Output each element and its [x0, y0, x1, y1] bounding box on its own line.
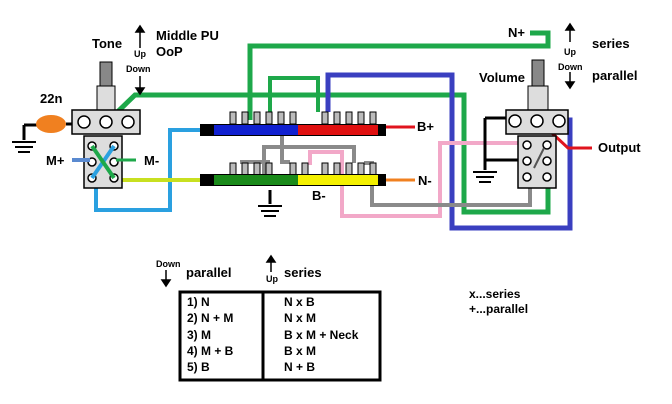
label-down-volume: Down: [558, 62, 583, 72]
mode-table: [178, 290, 382, 382]
table-row-4-right: B x M: [284, 344, 316, 358]
arrow-up-tone: [134, 24, 146, 96]
label-output: Output: [598, 140, 641, 155]
label-b-minus: B-: [312, 188, 326, 203]
label-tone: Tone: [92, 36, 122, 51]
arrow-up-volume: [564, 22, 576, 90]
table-row-5-right: N + B: [284, 360, 315, 374]
table-header-up: Up: [266, 274, 278, 284]
table-row-2-right: N x M: [284, 311, 316, 325]
arrow-table-down: [160, 270, 172, 288]
label-down-tone: Down: [126, 64, 151, 74]
label-cap-value: 22n: [40, 91, 62, 106]
wire-blue: [325, 72, 573, 231]
coil-yellow: [298, 175, 378, 185]
coil-red: [298, 125, 378, 135]
wire-green: [105, 30, 551, 215]
ground-symbol-cap: [12, 141, 36, 153]
table-row-1-right: N x B: [284, 295, 315, 309]
table-row-1-left: 1) N: [187, 295, 210, 309]
table-row-4-left: 4) M + B: [187, 344, 234, 358]
table-header-series: series: [284, 265, 322, 280]
legend-series: x...series: [469, 287, 521, 301]
table-row-3-right: B x M + Neck: [284, 328, 359, 342]
table-row-5-left: 5) B: [187, 360, 210, 374]
coil-green: [214, 175, 298, 185]
arrow-table-up: [265, 254, 277, 272]
table-row-2-left: 2) N + M: [187, 311, 233, 325]
label-series-top: series: [592, 36, 630, 51]
label-n-plus: N+: [508, 25, 525, 40]
tone-pot: [71, 61, 141, 189]
wire-pink: [308, 141, 527, 218]
table-row-3-left: 3) M: [187, 328, 211, 342]
label-middle-oop: OoP: [156, 44, 183, 59]
coil-blue: [214, 125, 298, 135]
table-header-down: Down: [156, 259, 181, 269]
label-parallel-top: parallel: [592, 68, 638, 83]
label-middle-pu: Middle PU: [156, 28, 219, 43]
label-n-minus: N-: [418, 173, 432, 188]
pickup-bridge-bottom: [200, 162, 386, 186]
label-up-volume: Up: [564, 47, 576, 57]
ground-symbol-b-minus: [258, 205, 282, 217]
label-m-minus: M-: [144, 153, 159, 168]
wire-light-blue: [94, 128, 213, 212]
label-up-tone: Up: [134, 49, 146, 59]
capacitor: [36, 115, 66, 133]
label-b-plus: B+: [417, 119, 434, 134]
pickup-neck-top: [200, 111, 386, 136]
legend-parallel: +...parallel: [469, 302, 528, 316]
table-rows: 1) N N x B 2) N + M N x M 3) M B x M + N…: [187, 295, 359, 374]
volume-pot: [505, 59, 569, 189]
label-m-plus: M+: [46, 153, 65, 168]
label-volume: Volume: [479, 70, 525, 85]
ground-symbol-volume: [473, 171, 497, 183]
table-header-parallel: parallel: [186, 265, 232, 280]
